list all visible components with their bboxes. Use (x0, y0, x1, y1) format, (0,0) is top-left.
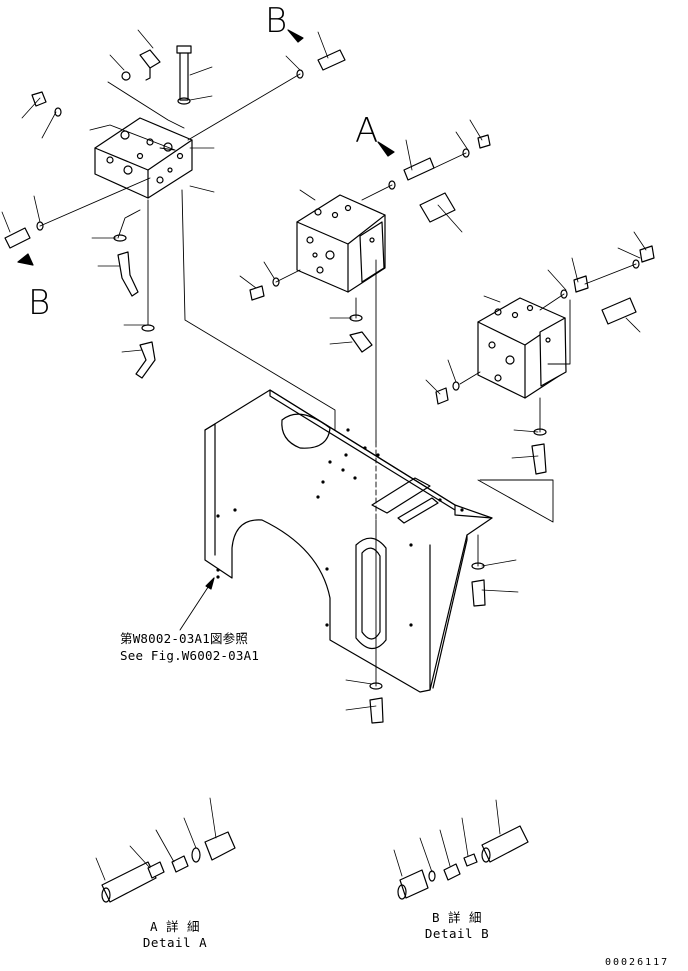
callout-letter-b-top: B (265, 1, 288, 41)
figure-number: 00026117 (605, 957, 670, 968)
valve-block-left (95, 118, 192, 198)
fittings (5, 30, 654, 723)
reference-arrow (180, 578, 214, 630)
detail-b-label-jp: B 詳 細 (431, 910, 483, 925)
callout-letter-b-left: B (28, 283, 51, 323)
assembly-lines (40, 74, 636, 686)
reference-text-en: See Fig.W6002-03A1 (120, 648, 260, 663)
detail-a-label-jp: A 詳 細 (149, 919, 201, 934)
valve-block-right (478, 298, 566, 398)
detail-b-parts (394, 800, 528, 899)
detail-b-label-en: Detail B (424, 926, 490, 941)
mounting-bracket (205, 390, 492, 692)
detail-a-parts (96, 798, 235, 902)
reference-text-jp: 第W8002-03A1図参照 (120, 631, 249, 646)
callout-letter-a: A (355, 111, 379, 151)
leader-lines (2, 30, 646, 710)
valve-block-center (297, 195, 385, 292)
detail-a-label-en: Detail A (142, 935, 208, 950)
